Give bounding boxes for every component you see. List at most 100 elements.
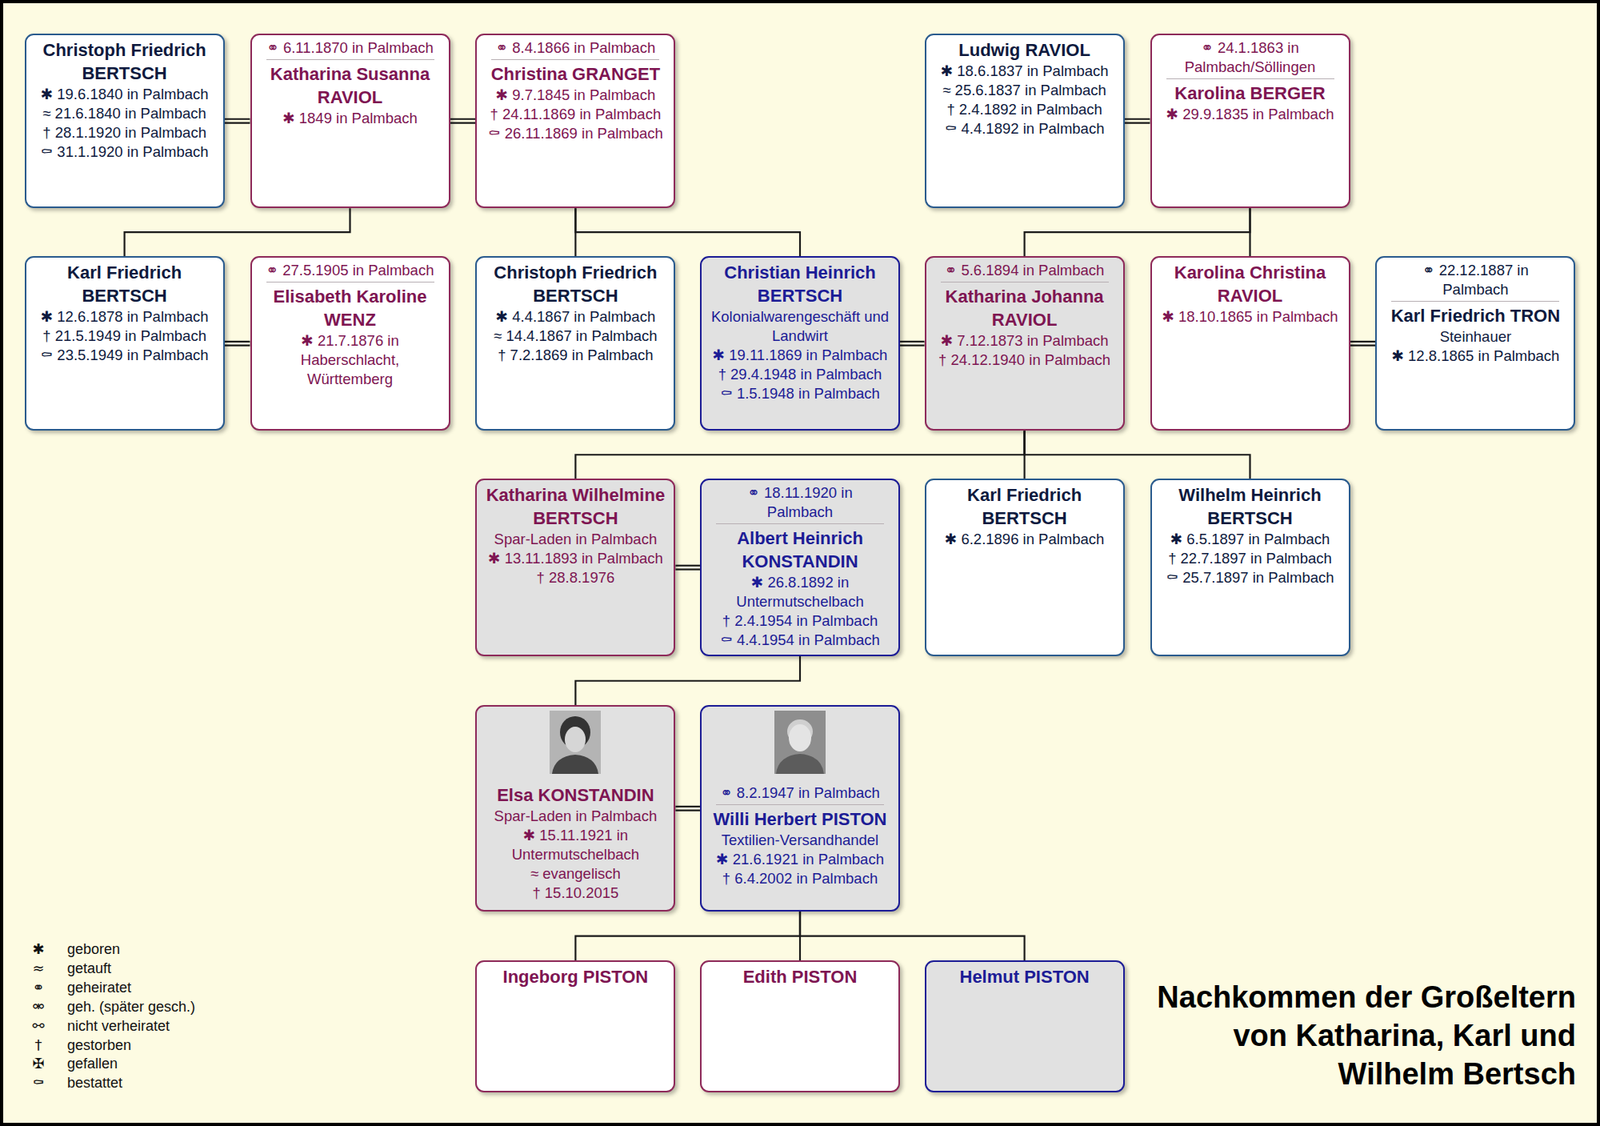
legend-symbol: ⚰ <box>26 1072 51 1092</box>
descent-line <box>1024 208 1251 256</box>
descent-line <box>1248 208 1251 256</box>
person-box: ⚭ 18.11.1920 in PalmbachAlbert Heinrich … <box>700 478 900 656</box>
marriage-line-gap <box>450 120 476 123</box>
marriage-date: ⚭ 24.1.1863 in Palmbach/Söllingen <box>1166 38 1335 80</box>
legend-row: ⚮ geh. (später gesch.) <box>0 996 256 1016</box>
life-data: ✱ 29.9.1835 in Palmbach <box>1158 104 1343 124</box>
family-connector <box>1024 430 1251 479</box>
life-data: ✱ 13.11.1893 in Palmbach <box>483 548 668 568</box>
life-data: ⚰ 4.4.1892 in Palmbach <box>932 119 1117 139</box>
marriage-date: ⚭ 5.6.1894 in Palmbach <box>940 260 1109 283</box>
descent-line <box>124 208 351 256</box>
person-box: Helmut PISTON <box>924 960 1125 1092</box>
legend: ✱geboren≈getauft⚭geheiratet⚮geh. (später… <box>0 939 256 1100</box>
legend-text: gestorben <box>67 1035 132 1055</box>
life-data: ✱ 6.5.1897 in Palmbach <box>1158 529 1343 549</box>
family-connector <box>575 656 800 705</box>
legend-text: bestattet <box>67 1072 123 1092</box>
life-data: † 7.2.1869 in Palmbach <box>483 345 668 365</box>
life-data: ≈ evangelisch <box>483 864 668 884</box>
life-data: ✱ 1849 in Palmbach <box>258 108 443 128</box>
person-name: Albert Heinrich KONSTANDIN <box>708 526 892 573</box>
marriage-line <box>450 118 476 124</box>
life-data: Steinhauer <box>1383 327 1568 347</box>
life-data: ✱ 12.8.1865 in Palmbach <box>1383 346 1568 366</box>
life-data: † 22.7.1897 in Palmbach <box>1158 548 1343 568</box>
life-data: ⚰ 26.11.1869 in Palmbach <box>483 124 668 144</box>
legend-text: getauft <box>67 958 112 978</box>
life-data: ✱ 9.7.1845 in Palmbach <box>483 85 668 105</box>
family-connector <box>450 120 476 122</box>
family-connector <box>1024 208 1251 256</box>
person-box: Edith PISTON <box>700 960 900 1092</box>
descent-line <box>575 430 1024 479</box>
life-data: † 6.4.2002 in Palmbach <box>708 868 892 888</box>
legend-symbol: ⚯ <box>26 1016 51 1036</box>
life-data: ✱ 21.6.1921 in Palmbach <box>708 849 892 869</box>
photo-hair <box>787 719 813 744</box>
person-box: Christoph Friedrich BERTSCH✱ 4.4.1867 in… <box>475 256 676 431</box>
photo-body <box>776 753 824 774</box>
life-data: † 28.8.1976 <box>483 568 668 588</box>
marriage-date: ⚭ 18.11.1920 in Palmbach <box>716 483 884 524</box>
legend-text: geh. (später gesch.) <box>67 996 196 1016</box>
marriage-line <box>900 340 925 347</box>
descent-line <box>1024 430 1251 479</box>
life-data: ✱ 18.10.1865 in Palmbach <box>1158 307 1343 327</box>
life-data: ⚰ 31.1.1920 in Palmbach <box>32 142 217 162</box>
photo-body <box>552 754 599 774</box>
person-name: Elisabeth Karoline WENZ <box>258 284 443 332</box>
life-data: Spar-Laden in Palmbach <box>483 529 668 549</box>
person-name: Karl Friedrich BERTSCH <box>932 483 1117 530</box>
person-name: Christoph Friedrich BERTSCH <box>483 260 668 308</box>
person-name: Katharina Susanna RAVIOL <box>258 62 443 109</box>
legend-symbol: ≈ <box>26 958 51 978</box>
family-connector <box>224 343 251 344</box>
photo-background <box>774 710 826 774</box>
person-box: ⚭ 22.12.1887 in PalmbachKarl Friedrich T… <box>1375 256 1576 431</box>
person-box: Karl Friedrich BERTSCH✱ 12.6.1878 in Pal… <box>24 256 225 431</box>
life-data: Kolonialwarengeschäft und Landwirt <box>708 307 892 346</box>
legend-row: †gestorben <box>0 1035 256 1055</box>
family-connector <box>900 343 925 344</box>
legend-symbol: ✱ <box>26 939 51 959</box>
legend-symbol: ⚮ <box>26 996 51 1016</box>
person-name: Christoph Friedrich BERTSCH <box>32 38 217 85</box>
life-data: ✱ 21.7.1876 in Haberschlacht, Württember… <box>258 331 443 389</box>
marriage-date: ⚭ 27.5.1905 in Palmbach <box>266 260 435 283</box>
person-name: Edith PISTON <box>708 964 892 988</box>
life-data: † 28.1.1920 in Palmbach <box>32 123 217 143</box>
person-name: Elsa KONSTANDIN <box>483 783 668 807</box>
life-data: ✱ 12.6.1878 in Palmbach <box>32 307 217 327</box>
person-box: ⚭ 8.4.1866 in PalmbachChristina GRANGET✱… <box>475 33 676 208</box>
legend-row: ⚰ bestattet <box>0 1072 256 1092</box>
person-box: Ludwig RAVIOL✱ 18.6.1837 in Palmbach≈ 25… <box>924 33 1125 208</box>
legend-text: gefallen <box>67 1053 118 1073</box>
person-name: Willi Herbert PISTON <box>708 807 892 831</box>
person-name: Karolina Christina RAVIOL <box>1158 260 1343 308</box>
marriage-line <box>675 564 700 571</box>
legend-row: ✱geboren <box>0 939 256 959</box>
family-connector <box>575 208 800 256</box>
person-name: Christina GRANGET <box>483 62 668 86</box>
family-connector <box>124 208 351 256</box>
marriage-date: ⚭ 8.4.1866 in Palmbach <box>491 38 660 60</box>
life-data: † 15.10.2015 <box>483 883 668 903</box>
photo-hair <box>560 716 591 748</box>
person-box: Christian Heinrich BERTSCHKolonialwareng… <box>700 256 900 431</box>
person-box: Karl Friedrich BERTSCH✱ 6.2.1896 in Palm… <box>924 478 1125 656</box>
marriage-line <box>675 805 700 812</box>
person-name: Katharina Wilhelmine BERTSCH <box>483 483 668 530</box>
life-data: ≈ 21.6.1840 in Palmbach <box>32 104 217 124</box>
person-name: Katharina Johanna RAVIOL <box>932 284 1117 332</box>
title-text: Nachkommen der Großeltern von Katharina,… <box>1144 977 1576 1093</box>
person-name: Wilhelm Heinrich BERTSCH <box>1158 483 1343 530</box>
life-data: ✱ 4.4.1867 in Palmbach <box>483 307 668 327</box>
life-data: ≈ 14.4.1867 in Palmbach <box>483 326 668 346</box>
person-name: Karl Friedrich BERTSCH <box>32 260 217 308</box>
life-data: ✱ 6.2.1896 in Palmbach <box>932 529 1117 549</box>
marriage-line <box>224 340 251 347</box>
legend-symbol: ⚭ <box>26 977 51 997</box>
family-connector <box>675 808 700 809</box>
